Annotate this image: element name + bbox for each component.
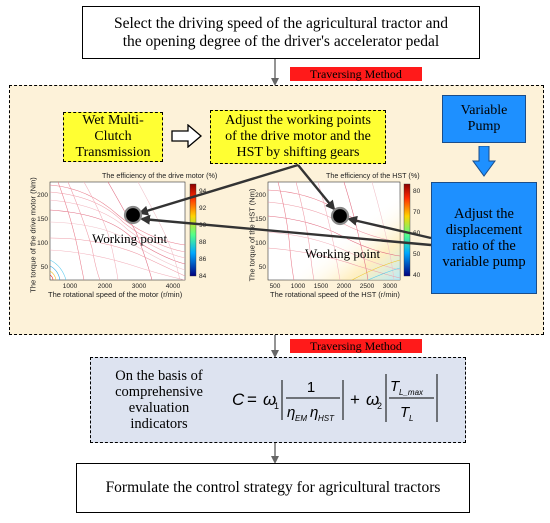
variable-pump-line-1: Variable [460,103,508,119]
evaluation-region [90,357,466,443]
adjust-line-3: HST by shifting gears [236,144,360,160]
hst-efficiency-chart: 80 70 60 50 40 200 150 100 50 500 1000 1… [255,181,421,290]
formula-one: 1 [307,379,315,396]
motor-efficiency-chart: 94 92 90 88 86 84 200 150 100 50 1000 20… [37,181,207,290]
displacement-line-1: Adjust the [453,205,514,222]
motor-ytick-200: 200 [37,192,48,199]
motor-xtick-3000: 3000 [132,283,147,290]
traversing-method-label-top: Traversing Method [290,67,422,81]
evaluation-line-3: evaluation [128,400,190,416]
motor-cbar-tick-94: 94 [199,188,207,195]
arrow-displacement-to-motor-point [140,214,432,247]
hst-chart-title: The efficiency of the HST (%) [326,171,420,180]
hst-ytick-200: 200 [255,192,266,199]
hst-xtick-500: 500 [270,283,281,290]
evaluation-line-1: On the basis of [115,367,203,384]
hst-ytick-50: 50 [259,264,267,271]
hst-cbar-tick-50: 50 [413,251,421,258]
formula-c: C [232,390,245,409]
arrow-adjust-to-hst-point [297,164,336,211]
formula-eta-hst: η [310,404,318,421]
hst-cbar-tick-40: 40 [413,272,421,279]
traversing-method-label-bottom: Traversing Method [290,339,422,353]
formula-equals: = [247,390,257,409]
formula-tl-sub: L [409,414,413,423]
motor-ytick-150: 150 [37,216,48,223]
formula-omega-1: ω [263,390,276,409]
motor-cbar-tick-92: 92 [199,205,207,212]
displacement-line-3: ratio of the [452,238,516,254]
formula-plus: + [350,390,360,409]
motor-chart-title: The efficiency of the drive motor (%) [102,171,218,180]
motor-ytick-50: 50 [41,264,49,271]
wet-clutch-line-3: Transmission [75,144,151,160]
wet-clutch-line-2: Clutch [94,129,132,145]
hst-xtick-2500: 2500 [360,283,375,290]
formula-omega-2-sub: 2 [377,401,382,411]
final-box-text: Formulate the control strategy for agric… [105,479,441,497]
evaluation-line-2: comprehensive [115,383,203,400]
variable-pump-box: Variable Pump [442,95,526,143]
hst-cbar-tick-80: 80 [413,188,421,195]
displacement-line-4: variable pump [442,254,526,271]
formula-tl: T [400,404,411,421]
hst-xtick-2000: 2000 [337,283,352,290]
evaluation-line-4: indicators [130,416,188,433]
motor-cbar-tick-86: 86 [199,256,207,263]
driving-speed-box: Select the driving speed of the agricult… [82,6,480,59]
formula-tl-max-sub: L_max [399,388,424,397]
formula-eta-em: η [287,404,295,421]
motor-cbar-tick-88: 88 [199,239,207,246]
motor-xtick-2000: 2000 [98,283,113,290]
variable-pump-line-2: Pump [467,119,501,134]
formula-tl-max: T [390,378,401,395]
arrow-adjust-to-motor-point [138,163,299,216]
hst-xtick-1000: 1000 [291,283,306,290]
hollow-right-arrow-icon [171,124,203,148]
adjust-line-2: of the drive motor and the [225,129,371,145]
wet-clutch-transmission-box: Wet Multi- Clutch Transmission [63,112,163,162]
adjust-line-1: Adjust the working points [225,113,371,129]
hst-working-point [330,206,350,226]
hst-xtick-1500: 1500 [314,283,329,290]
wet-clutch-line-1: Wet Multi- [82,113,144,129]
hst-chart-xlabel: The rotational speed of the HST (r/min) [270,290,400,299]
hst-xtick-3000: 3000 [383,283,398,290]
motor-xtick-1000: 1000 [63,283,78,290]
arrow-displacement-to-hst-point [347,215,432,240]
motor-working-point [123,205,143,225]
top-box-line-1: Select the driving speed of the agricult… [114,15,448,33]
hst-cbar-tick-70: 70 [413,209,421,216]
evaluation-indicators-text: On the basis of comprehensive evaluation… [96,361,222,439]
formula-eta-hst-sub: HST [318,414,335,423]
motor-cbar-tick-84: 84 [199,273,207,280]
control-strategy-box: Formulate the control strategy for agric… [76,463,470,513]
blue-down-arrow-icon [472,146,496,177]
motor-chart-xlabel: The rotational speed of the motor (r/min… [48,290,183,299]
hst-working-point-label: Working point [305,246,381,261]
hst-ytick-150: 150 [255,216,266,223]
motor-xtick-4000: 4000 [166,283,181,290]
hst-ytick-100: 100 [255,240,266,247]
displacement-line-2: displacement [445,221,523,238]
formula-eta-em-sub: EM [295,414,307,423]
evaluation-formula: C = ω 1 1 η EM η HST + ω 2 T L_max T L [232,374,438,423]
formula-omega-1-sub: 1 [274,401,279,411]
motor-working-point-label: Working point [92,231,168,246]
motor-ytick-100: 100 [37,240,48,247]
formula-omega-2: ω [366,390,379,409]
adjust-working-points-box: Adjust the working points of the drive m… [210,110,386,164]
displacement-ratio-box: Adjust the displacement ratio of the var… [431,182,537,294]
top-box-line-2: the opening degree of the driver's accel… [122,32,440,50]
